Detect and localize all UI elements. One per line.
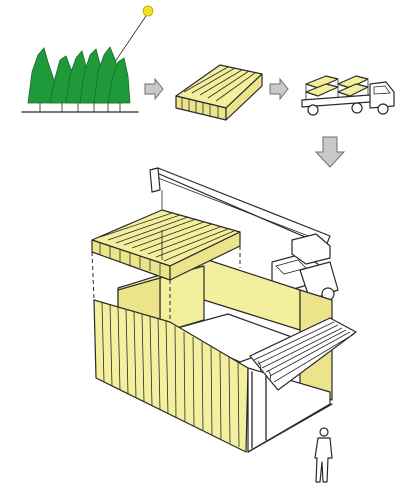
wheel [307,104,319,116]
arrow-right-icon [144,77,164,101]
forest-group [21,5,154,113]
front-wall-slats [101,301,240,448]
cargo-stack-3 [337,75,369,89]
sun-icon [142,5,154,17]
trunks [39,103,121,112]
lumber-side [225,73,263,121]
corrugated-roof [249,317,357,391]
guide-lines [91,246,241,322]
tree-6 [107,57,131,104]
crane-turret [291,233,331,265]
front-base [247,367,331,453]
box-structure [91,209,357,483]
truck [301,75,395,116]
person-figure [314,427,333,483]
arrow-down-icon [314,136,346,168]
cargo-stack-1 [305,75,339,89]
lumber-board [175,64,263,121]
wheel [351,102,363,114]
trees [27,46,131,104]
floating-roof-panel [91,209,241,281]
truck-cab [369,81,395,109]
wheel [377,103,389,115]
arrow-right-icon [269,77,289,101]
front-wall [93,299,249,453]
